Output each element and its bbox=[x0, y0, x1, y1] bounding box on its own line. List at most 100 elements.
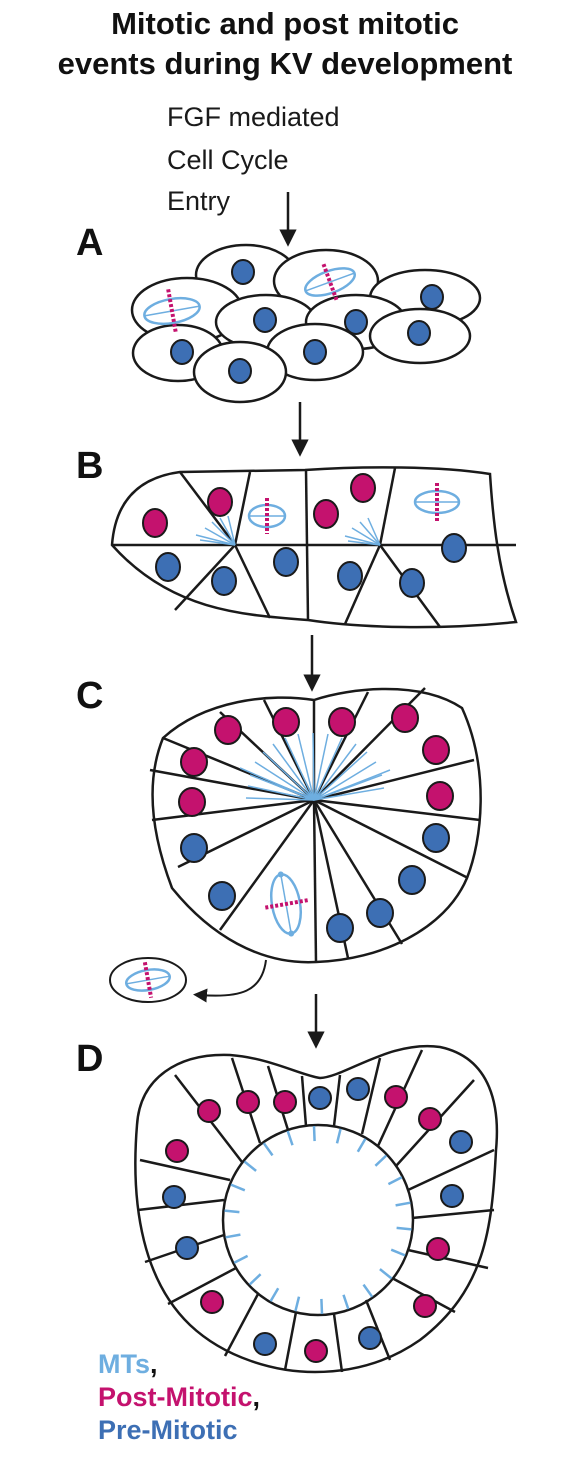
apical-microtubule bbox=[243, 1160, 257, 1172]
apical-microtubule bbox=[294, 1296, 301, 1312]
legend-item-post-mitotic: Post-Mitotic, bbox=[98, 1381, 260, 1413]
panel-label-d: D bbox=[76, 1038, 104, 1080]
figure-title-line-1: Mitotic and post mitotic bbox=[111, 6, 459, 41]
panel-c-nuclei bbox=[178, 703, 454, 943]
fgf-annotation-line-1: FGF mediated bbox=[167, 102, 340, 132]
pre-mitotic-nucleus bbox=[273, 547, 299, 577]
fgf-annotation-line-2: Cell Cycle bbox=[167, 145, 289, 175]
post-mitotic-nucleus bbox=[197, 1099, 221, 1123]
pre-mitotic-nucleus bbox=[407, 320, 431, 346]
pre-mitotic-nucleus bbox=[155, 552, 181, 582]
flow-arrows bbox=[279, 192, 325, 1049]
post-mitotic-nucleus bbox=[328, 707, 356, 737]
pre-mitotic-nucleus bbox=[303, 339, 327, 365]
pre-mitotic-nucleus bbox=[358, 1326, 382, 1350]
panel-b-nuclei bbox=[142, 473, 467, 598]
apical-microtubule bbox=[362, 1283, 374, 1298]
post-mitotic-nucleus bbox=[422, 735, 450, 765]
panel-label-b: B bbox=[76, 445, 104, 487]
pre-mitotic-nucleus bbox=[228, 358, 252, 384]
apical-microtubule bbox=[396, 1226, 412, 1231]
apical-microtubule bbox=[225, 1233, 241, 1239]
apical-microtubule bbox=[312, 1126, 316, 1142]
legend-post-mitotic-label: Post-Mitotic bbox=[98, 1382, 253, 1412]
legend-pre-mitotic-label: Pre-Mitotic bbox=[98, 1415, 238, 1445]
apical-microtubule bbox=[230, 1183, 246, 1192]
pre-mitotic-nucleus bbox=[366, 898, 394, 928]
apical-microtubule bbox=[335, 1128, 342, 1144]
post-mitotic-nucleus bbox=[142, 508, 168, 538]
pre-mitotic-nucleus bbox=[180, 833, 208, 863]
apical-microtubule bbox=[387, 1176, 403, 1186]
apical-microtubule bbox=[374, 1154, 388, 1167]
apical-microtubule bbox=[320, 1298, 324, 1314]
pre-mitotic-nucleus bbox=[420, 284, 444, 310]
apical-microtubule bbox=[342, 1294, 350, 1310]
apical-microtubule bbox=[390, 1248, 406, 1257]
panel-label-a: A bbox=[76, 222, 104, 264]
pre-mitotic-nucleus bbox=[422, 823, 450, 853]
post-mitotic-nucleus bbox=[313, 499, 339, 529]
figure-title-line-2: events during KV development bbox=[57, 46, 513, 81]
post-mitotic-nucleus bbox=[384, 1085, 408, 1109]
apical-microtubule bbox=[286, 1130, 294, 1146]
pre-mitotic-nucleus bbox=[346, 1077, 370, 1101]
panel-a-spindle-2 bbox=[304, 263, 356, 301]
pre-mitotic-nucleus bbox=[175, 1236, 199, 1260]
panel-c-spindle bbox=[263, 871, 309, 937]
apical-microtubule bbox=[395, 1201, 411, 1207]
legend-mts-label: MTs bbox=[98, 1349, 150, 1379]
pre-mitotic-nucleus bbox=[231, 259, 255, 285]
panel-b-spindle-2 bbox=[413, 483, 461, 521]
pre-mitotic-nucleus bbox=[441, 533, 467, 563]
post-mitotic-nucleus bbox=[426, 1237, 450, 1261]
panel-a-cells bbox=[130, 243, 482, 404]
apical-microtubule bbox=[248, 1273, 262, 1286]
pre-mitotic-nucleus bbox=[440, 1184, 464, 1208]
panel-b-mt-asters bbox=[195, 515, 381, 546]
pre-mitotic-nucleus bbox=[211, 566, 237, 596]
fgf-annotation-line-3: Entry bbox=[167, 186, 231, 216]
panel-label-c: C bbox=[76, 675, 104, 717]
pre-mitotic-nucleus bbox=[308, 1086, 332, 1110]
panel-c-mt-aster bbox=[239, 732, 391, 801]
pre-mitotic-nucleus bbox=[162, 1185, 186, 1209]
pre-mitotic-nucleus bbox=[398, 865, 426, 895]
legend-item-pre-mitotic: Pre-Mitotic bbox=[98, 1414, 238, 1446]
post-mitotic-nucleus bbox=[180, 747, 208, 777]
pre-mitotic-nucleus bbox=[399, 568, 425, 598]
pre-mitotic-nucleus bbox=[253, 307, 277, 333]
panel-d-apical-mts bbox=[224, 1126, 412, 1314]
apical-microtubule bbox=[224, 1209, 240, 1214]
pre-mitotic-nucleus bbox=[449, 1130, 473, 1154]
post-mitotic-nucleus bbox=[273, 1090, 297, 1114]
panel-b-spindle-1 bbox=[247, 498, 287, 534]
post-mitotic-nucleus bbox=[418, 1107, 442, 1131]
pre-mitotic-nucleus bbox=[170, 339, 194, 365]
apical-microtubule bbox=[233, 1254, 249, 1264]
panel-a-spindle-1 bbox=[143, 288, 201, 334]
apical-microtubule bbox=[269, 1287, 280, 1302]
post-mitotic-nucleus bbox=[200, 1290, 224, 1314]
post-mitotic-nucleus bbox=[350, 473, 376, 503]
apical-microtubule bbox=[379, 1268, 393, 1280]
apical-microtubule bbox=[356, 1138, 367, 1153]
pre-mitotic-nucleus bbox=[208, 881, 236, 911]
panel-a-nuclei bbox=[170, 259, 444, 384]
pre-mitotic-nucleus bbox=[326, 913, 354, 943]
post-mitotic-nucleus bbox=[272, 707, 300, 737]
panel-d-nuclei bbox=[162, 1077, 473, 1363]
post-mitotic-nucleus bbox=[236, 1090, 260, 1114]
post-mitotic-nucleus bbox=[178, 787, 206, 817]
legend-item-mts: MTs, bbox=[98, 1348, 158, 1380]
post-mitotic-nucleus bbox=[413, 1294, 437, 1318]
apical-microtubule bbox=[262, 1142, 274, 1157]
post-mitotic-nucleus bbox=[426, 781, 454, 811]
post-mitotic-nucleus bbox=[165, 1139, 189, 1163]
pre-mitotic-nucleus bbox=[253, 1332, 277, 1356]
post-mitotic-nucleus bbox=[391, 703, 419, 733]
post-mitotic-nucleus bbox=[207, 487, 233, 517]
post-mitotic-nucleus bbox=[214, 715, 242, 745]
legend-mts-comma: , bbox=[150, 1349, 158, 1379]
